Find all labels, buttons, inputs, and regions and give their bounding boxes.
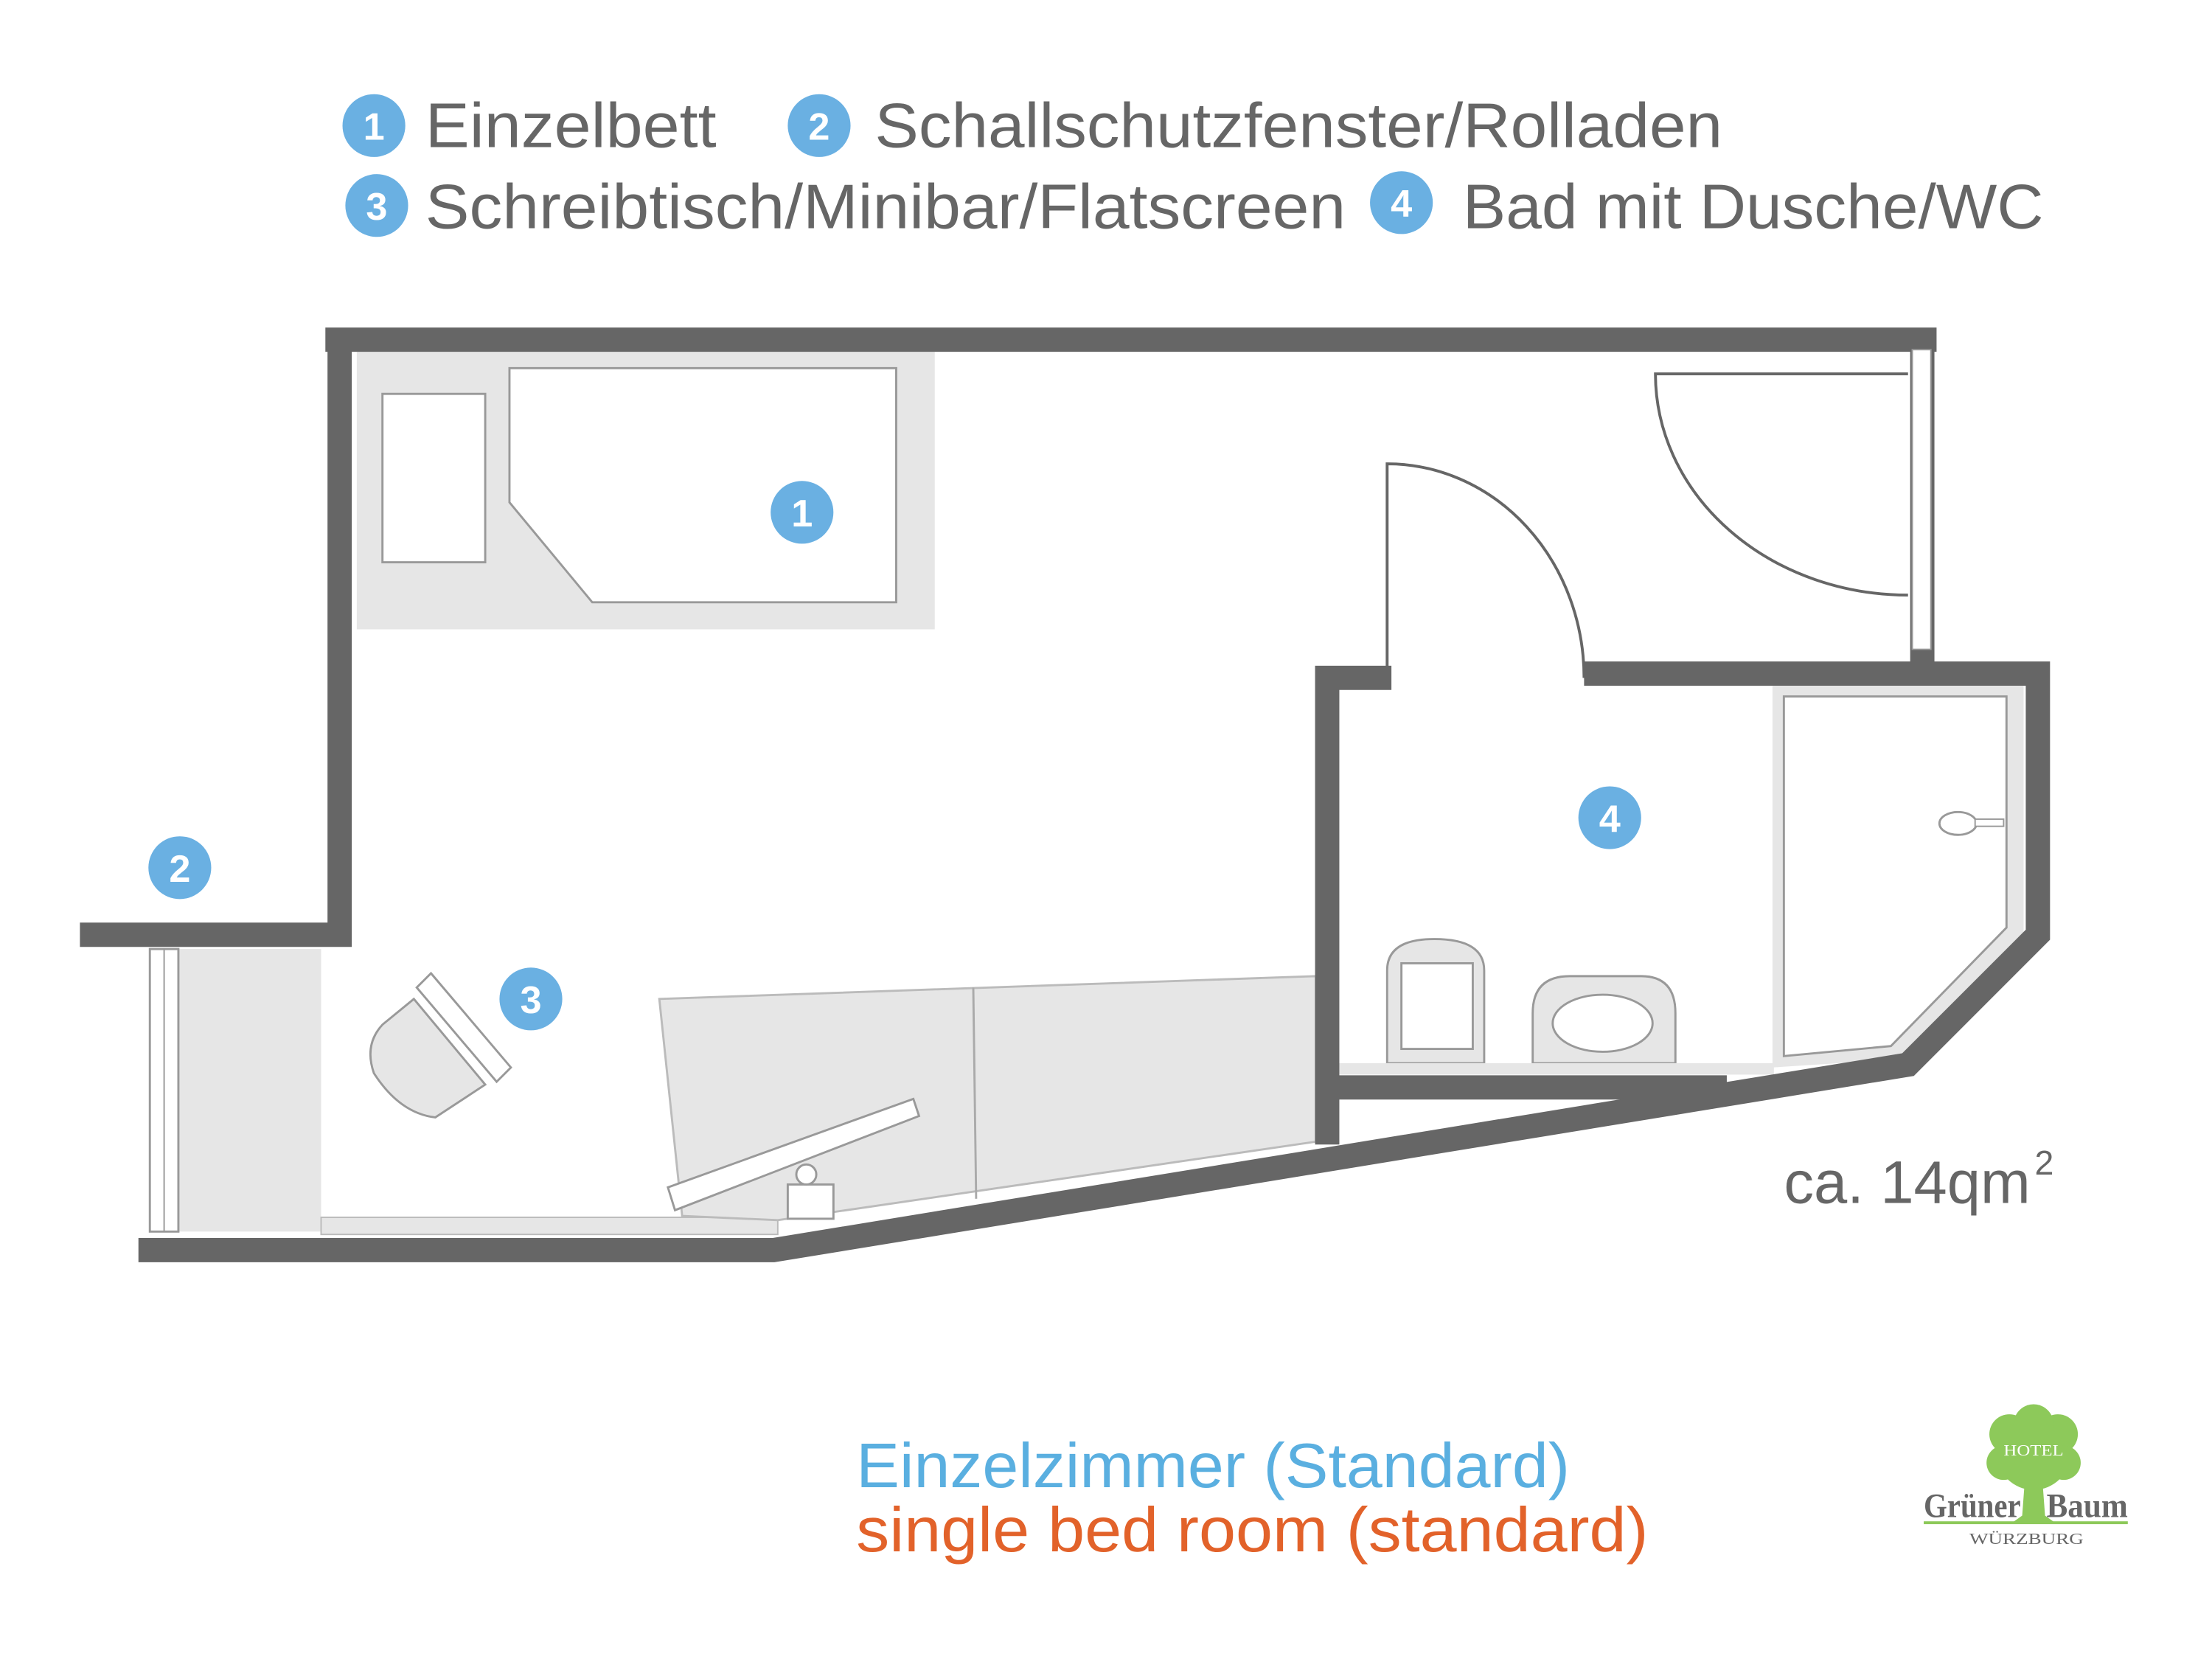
marker-4-icon: [1578, 786, 1641, 849]
nightstand: [381, 392, 487, 564]
marker-number: 4: [1599, 798, 1621, 841]
doors: [1385, 372, 1908, 678]
marker-4-icon: [1370, 171, 1433, 234]
legend-label: Einzelbett: [425, 91, 717, 161]
shower: [1782, 695, 2008, 1057]
window-sill: [148, 947, 779, 1236]
marker-3-icon: [345, 174, 408, 237]
logo-text: Baum: [2046, 1487, 2127, 1525]
bed-area: [356, 349, 935, 630]
legend-label: Schreibtisch/Minibar/Flatscreen: [425, 173, 1346, 243]
legend-label: Bad mit Dusche/WC: [1463, 173, 2044, 243]
room-title-german: Einzelzimmer (Standard): [856, 1431, 1570, 1501]
desk: [658, 975, 1317, 1222]
legend: 1 Einzelbett 2 Schallschutzfenster/Rolla…: [342, 91, 2044, 243]
legend-label: Schallschutzfenster/Rolladen: [874, 91, 1722, 161]
bed: [508, 366, 897, 604]
marker-number: 2: [169, 848, 190, 891]
marker-1-icon: [771, 481, 834, 544]
plan-markers: 1 2 3 4: [148, 481, 1641, 1031]
legend-item-3: 3 Schreibtisch/Minibar/Flatscreen: [345, 173, 1346, 243]
legend-number: 2: [808, 106, 830, 149]
room-title-english: single bed room (standard): [856, 1495, 1648, 1565]
legend-item-4: 4 Bad mit Dusche/WC: [1370, 171, 2044, 243]
legend-number: 3: [366, 186, 387, 229]
walls: [80, 327, 2051, 1262]
entrance-door: [1654, 372, 1908, 597]
legend-item-2: 2 Schallschutzfenster/Rolladen: [787, 91, 1722, 161]
marker-1-icon: [342, 94, 406, 157]
door-frame: [1911, 349, 1932, 650]
legend-item-1: 1 Einzelbett: [342, 91, 717, 161]
legend-number: 1: [364, 106, 385, 149]
legend-number: 4: [1391, 183, 1412, 226]
marker-number: 3: [520, 979, 541, 1022]
bathroom-door: [1385, 462, 1586, 678]
logo-text: HOTEL: [2003, 1441, 2063, 1459]
hotel-logo: HOTEL Grüner Baum WÜRZBURG: [1924, 1404, 2128, 1548]
bathroom-fixtures: [1338, 685, 2024, 1075]
marker-2-icon: [148, 836, 212, 900]
marker-3-icon: [499, 967, 563, 1031]
flatscreen: [667, 1097, 921, 1212]
logo-text: WÜRZBURG: [1969, 1530, 2084, 1548]
marker-number: 1: [791, 493, 813, 535]
chair: [369, 971, 512, 1119]
logo-text: Grüner: [1924, 1487, 2021, 1525]
marker-2-icon: [787, 94, 851, 157]
